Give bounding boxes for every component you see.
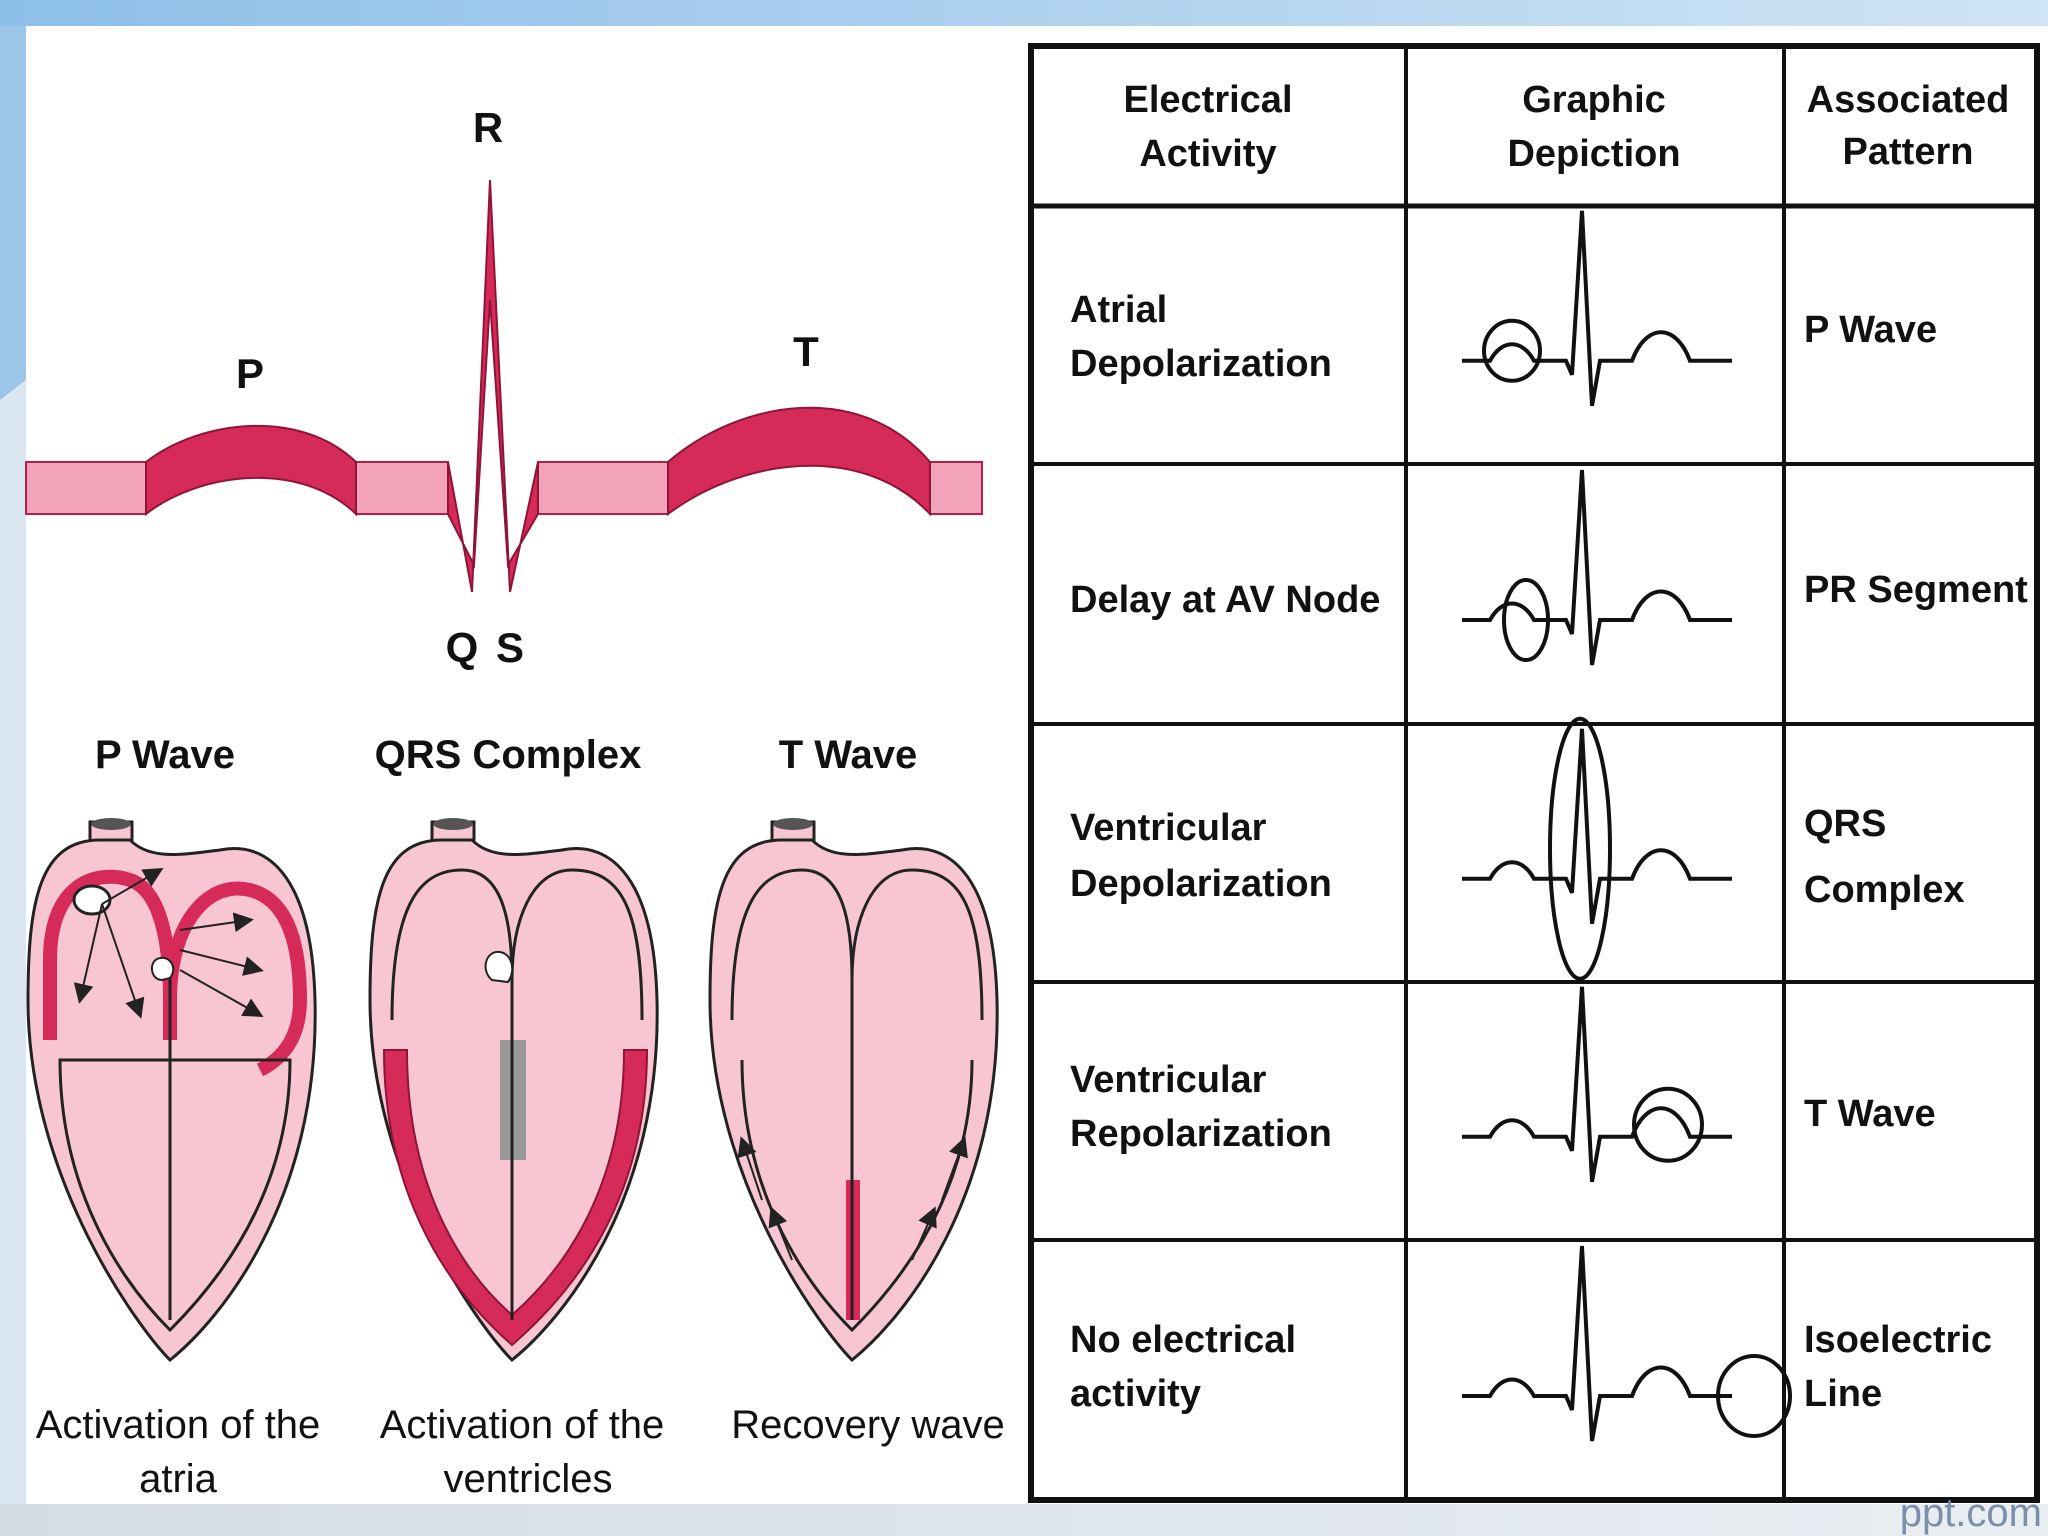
highlight-circle bbox=[1632, 1086, 1704, 1163]
table-border bbox=[1028, 43, 2040, 1503]
heart-t-wave: T Wave Recovery wave bbox=[708, 733, 1005, 1447]
highlight-circle bbox=[1482, 318, 1542, 383]
heart-caption: ventricles bbox=[444, 1457, 613, 1501]
footer-watermark: ppt.com bbox=[1899, 1491, 2042, 1535]
table-cell-activity: No electrical bbox=[1070, 1319, 1296, 1361]
table-cell-activity: Atrial bbox=[1070, 289, 1167, 331]
table-cell-pattern: Isoelectric bbox=[1804, 1319, 1992, 1361]
table-cell-activity: Delay at AV Node bbox=[1070, 579, 1380, 621]
heart-caption: Recovery wave bbox=[731, 1403, 1004, 1447]
table-cell-activity: Ventricular bbox=[1070, 807, 1267, 849]
ecg-table: Electrical Activity Graphic Depiction As… bbox=[1028, 43, 2040, 1503]
ecg-trace bbox=[1462, 1245, 1732, 1442]
column-header: Graphic bbox=[1522, 79, 1666, 121]
baseline-segment bbox=[355, 461, 449, 515]
label-q: Q bbox=[446, 624, 479, 671]
heart-caption: Activation of the bbox=[380, 1403, 665, 1447]
column-header: Depiction bbox=[1507, 133, 1680, 175]
heart-qrs-complex: QRS Complex Activation of the ventricles bbox=[368, 733, 665, 1501]
column-header: Pattern bbox=[1843, 131, 1974, 173]
heart-title: T Wave bbox=[779, 733, 918, 777]
graphic-depiction-column bbox=[1462, 210, 1792, 1442]
column-header: Associated bbox=[1807, 79, 2010, 121]
column-header: Electrical bbox=[1124, 79, 1293, 121]
label-s: S bbox=[496, 624, 524, 671]
heart-title: QRS Complex bbox=[375, 733, 642, 777]
table-cell-activity: Depolarization bbox=[1070, 343, 1332, 385]
t-wave-ribbon bbox=[667, 406, 931, 517]
label-r: R bbox=[473, 104, 503, 151]
table-cell-pattern: P Wave bbox=[1804, 309, 1937, 351]
highlight-circle bbox=[1716, 1354, 1792, 1438]
label-t: T bbox=[793, 328, 819, 375]
qrs-complex-ribbon bbox=[447, 179, 539, 593]
heart-title: P Wave bbox=[95, 733, 235, 777]
ecg-trace bbox=[1462, 210, 1732, 407]
table-cell-pattern: Complex bbox=[1804, 869, 1964, 911]
baseline-segment bbox=[537, 461, 669, 515]
ecg-trace bbox=[1462, 986, 1732, 1183]
ecg-strip: P R T Q S bbox=[25, 104, 983, 671]
heart-p-wave: P Wave Activation of the atria bbox=[26, 733, 321, 1501]
highlight-circle bbox=[1502, 578, 1550, 662]
table-cell-activity: Depolarization bbox=[1070, 863, 1332, 905]
ecg-trace bbox=[1462, 728, 1732, 925]
heart-caption: atria bbox=[139, 1457, 218, 1501]
table-cell-pattern: PR Segment bbox=[1804, 569, 2028, 611]
table-cell-activity: activity bbox=[1070, 1373, 1201, 1415]
heart-caption: Activation of the bbox=[36, 1403, 321, 1447]
table-cell-pattern: QRS bbox=[1804, 803, 1886, 845]
column-header: Activity bbox=[1139, 133, 1276, 175]
p-wave-ribbon bbox=[145, 425, 357, 517]
baseline-segment bbox=[929, 461, 983, 515]
baseline-segment bbox=[25, 461, 147, 515]
label-p: P bbox=[236, 350, 264, 397]
highlight-circle bbox=[1548, 716, 1612, 981]
table-cell-pattern: T Wave bbox=[1804, 1093, 1936, 1135]
table-cell-activity: Repolarization bbox=[1070, 1113, 1332, 1155]
table-cell-activity: Ventricular bbox=[1070, 1059, 1267, 1101]
table-cell-pattern: Line bbox=[1804, 1373, 1882, 1415]
